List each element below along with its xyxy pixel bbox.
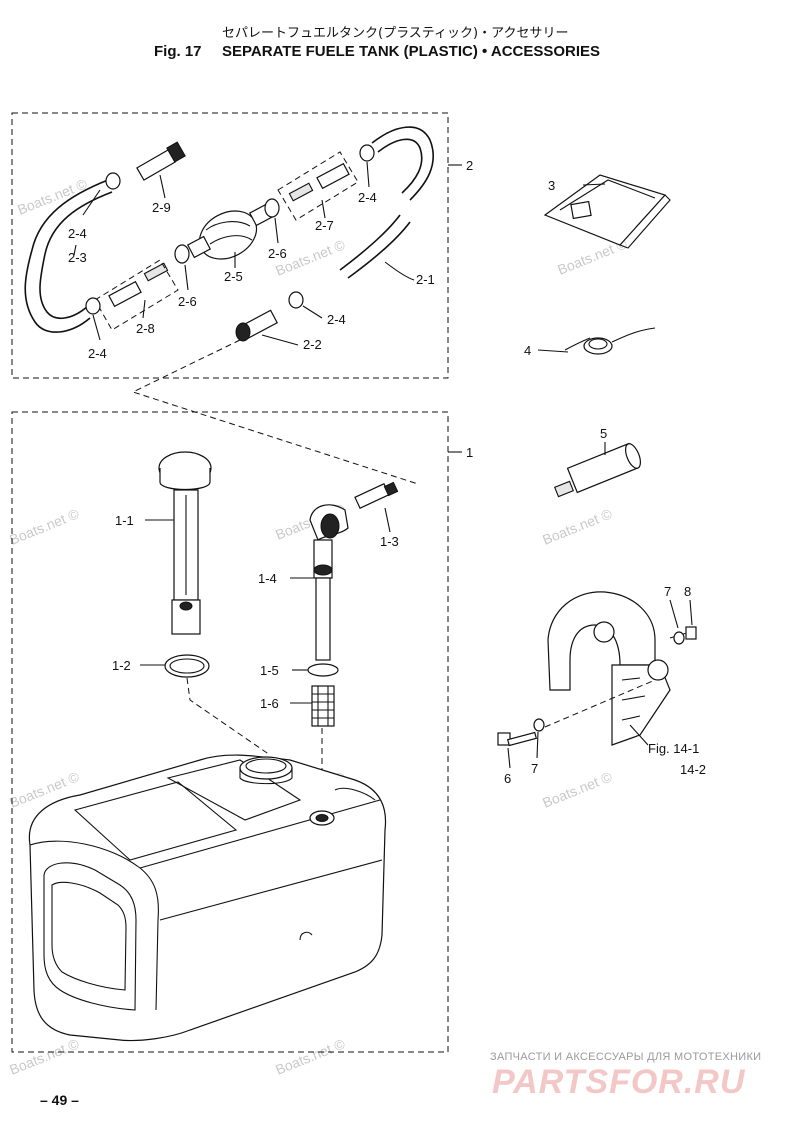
- label-2-4: 2-4: [327, 312, 346, 327]
- brand-logo: PARTSFOR.RU: [492, 1063, 746, 1101]
- label-5: 5: [600, 426, 607, 441]
- label-2-6: 2-6: [268, 246, 287, 261]
- group-1-label: 1: [466, 445, 473, 460]
- label-2-6: 2-6: [178, 294, 197, 309]
- fuel-gauge-1-1: 1-1: [115, 451, 212, 635]
- watermark: Boats.net ©: [273, 1035, 348, 1078]
- label-7: 7: [531, 761, 538, 776]
- label-1-3: 1-3: [380, 534, 399, 549]
- label-3: 3: [548, 178, 555, 193]
- group-2-label: 2: [466, 158, 473, 173]
- label-2-8: 2-8: [136, 321, 155, 336]
- label-2-5: 2-5: [224, 269, 243, 284]
- title-japanese: セパレートフュエルタンク(プラスティック)・アクセサリー: [222, 26, 568, 41]
- label-1-1: 1-1: [115, 513, 134, 528]
- label-6: 6: [504, 771, 511, 786]
- watermark: Boats.net ©: [540, 768, 615, 811]
- label-2-4: 2-4: [88, 346, 107, 361]
- watermark: Boats.net ©: [7, 1035, 82, 1078]
- group-2-callouts: 2-9 2-4 2-3 2-5 2-6 2-6 2-7 2-4 2-1 2-8 …: [68, 161, 435, 361]
- gasket-1-2: 1-2: [112, 654, 271, 756]
- label-2-1: 2-1: [416, 272, 435, 287]
- label-1-6: 1-6: [260, 696, 279, 711]
- group-2-frame: 2: [11, 112, 473, 379]
- label-1-2: 1-2: [112, 658, 131, 673]
- accessory-4-cord: 4: [524, 327, 656, 358]
- label-8: 8: [684, 584, 691, 599]
- title-english: SEPARATE FUELE TANK (PLASTIC) • ACCESSOR…: [222, 43, 600, 60]
- accessory-5-filter: 5: [553, 426, 641, 498]
- label-2-7: 2-7: [315, 218, 334, 233]
- figure-label: Fig. 17: [154, 43, 202, 60]
- page-number: – 49 –: [40, 1092, 79, 1108]
- brand-tagline: ЗАПЧАСТИ И АКСЕССУАРЫ ДЛЯ МОТОТЕХНИКИ: [490, 1051, 761, 1063]
- label-2-2: 2-2: [303, 337, 322, 352]
- fuel-pickup-1-4: 1-3 1-4 1-5 1-6: [258, 481, 399, 810]
- label-2-4: 2-4: [68, 226, 87, 241]
- label-2-9: 2-9: [152, 200, 171, 215]
- group-1-frame: 1: [11, 411, 473, 1053]
- label-2-4: 2-4: [358, 190, 377, 205]
- fuel-hose-assembly: [24, 126, 435, 342]
- label-2-3: 2-3: [68, 250, 87, 265]
- label-fig-14-1: Fig. 14-1: [648, 741, 699, 756]
- watermark: Boats.net ©: [7, 505, 82, 548]
- watermark: Boats.net ©: [540, 505, 615, 548]
- label-7: 7: [664, 584, 671, 599]
- accessory-3-pouch: 3: [543, 174, 671, 249]
- label-4: 4: [524, 343, 531, 358]
- fuel-tank: [28, 754, 387, 1042]
- label-1-4: 1-4: [258, 571, 277, 586]
- label-1-5: 1-5: [260, 663, 279, 678]
- bracket-assembly: 7 8 6 7 Fig. 14-1 14-2: [497, 584, 706, 786]
- label-14-2: 14-2: [680, 762, 706, 777]
- watermark: Boats.net ©: [15, 175, 90, 218]
